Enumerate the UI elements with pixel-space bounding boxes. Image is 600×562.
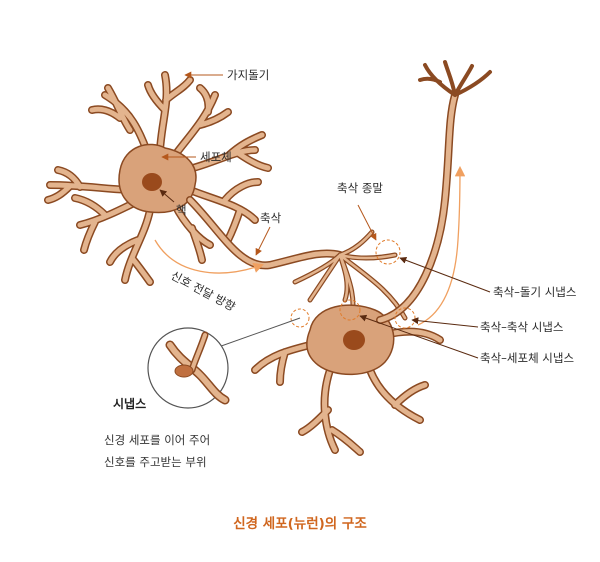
label-axon: 축삭 bbox=[260, 211, 282, 225]
label-axosomatic: 축삭–세포체 시냅스 bbox=[480, 351, 574, 365]
page-title: 신경 세포(뉴런)의 구조 bbox=[233, 515, 367, 532]
axon-1 bbox=[187, 197, 343, 268]
label-dendrite: 가지돌기 bbox=[227, 68, 269, 82]
synapse-desc-line1: 신경 세포를 이어 주어 bbox=[104, 433, 210, 447]
synapse-marker-axosomatic bbox=[339, 299, 361, 321]
axon-2 bbox=[377, 92, 458, 323]
synapse-desc-line2: 신호를 주고받는 부위 bbox=[104, 455, 207, 469]
synapse-marker-left bbox=[290, 308, 310, 328]
label-axodendritic: 축삭–돌기 시냅스 bbox=[493, 285, 576, 299]
label-axon-terminal: 축삭 종말 bbox=[337, 181, 383, 195]
neuron-1 bbox=[44, 71, 408, 321]
label-axoaxonic: 축삭–축삭 시냅스 bbox=[480, 320, 563, 334]
synapse-magnifier-icon bbox=[147, 317, 301, 409]
signal-arrow-icon bbox=[154, 239, 264, 274]
nucleus-1 bbox=[142, 173, 162, 191]
nucleus-2 bbox=[343, 330, 365, 350]
axon-2-terminal-tree bbox=[418, 60, 492, 97]
label-signal-direction: 신호 전달 방향 bbox=[169, 268, 238, 314]
label-nucleus: 핵 bbox=[176, 203, 187, 217]
label-cell-body: 세포체 bbox=[200, 150, 232, 164]
neuron-2 bbox=[251, 60, 492, 456]
synapse-marker-axodendritic bbox=[375, 239, 401, 265]
synapse-title: 시냅스 bbox=[113, 396, 146, 411]
signal-arrow-icon bbox=[417, 165, 466, 326]
